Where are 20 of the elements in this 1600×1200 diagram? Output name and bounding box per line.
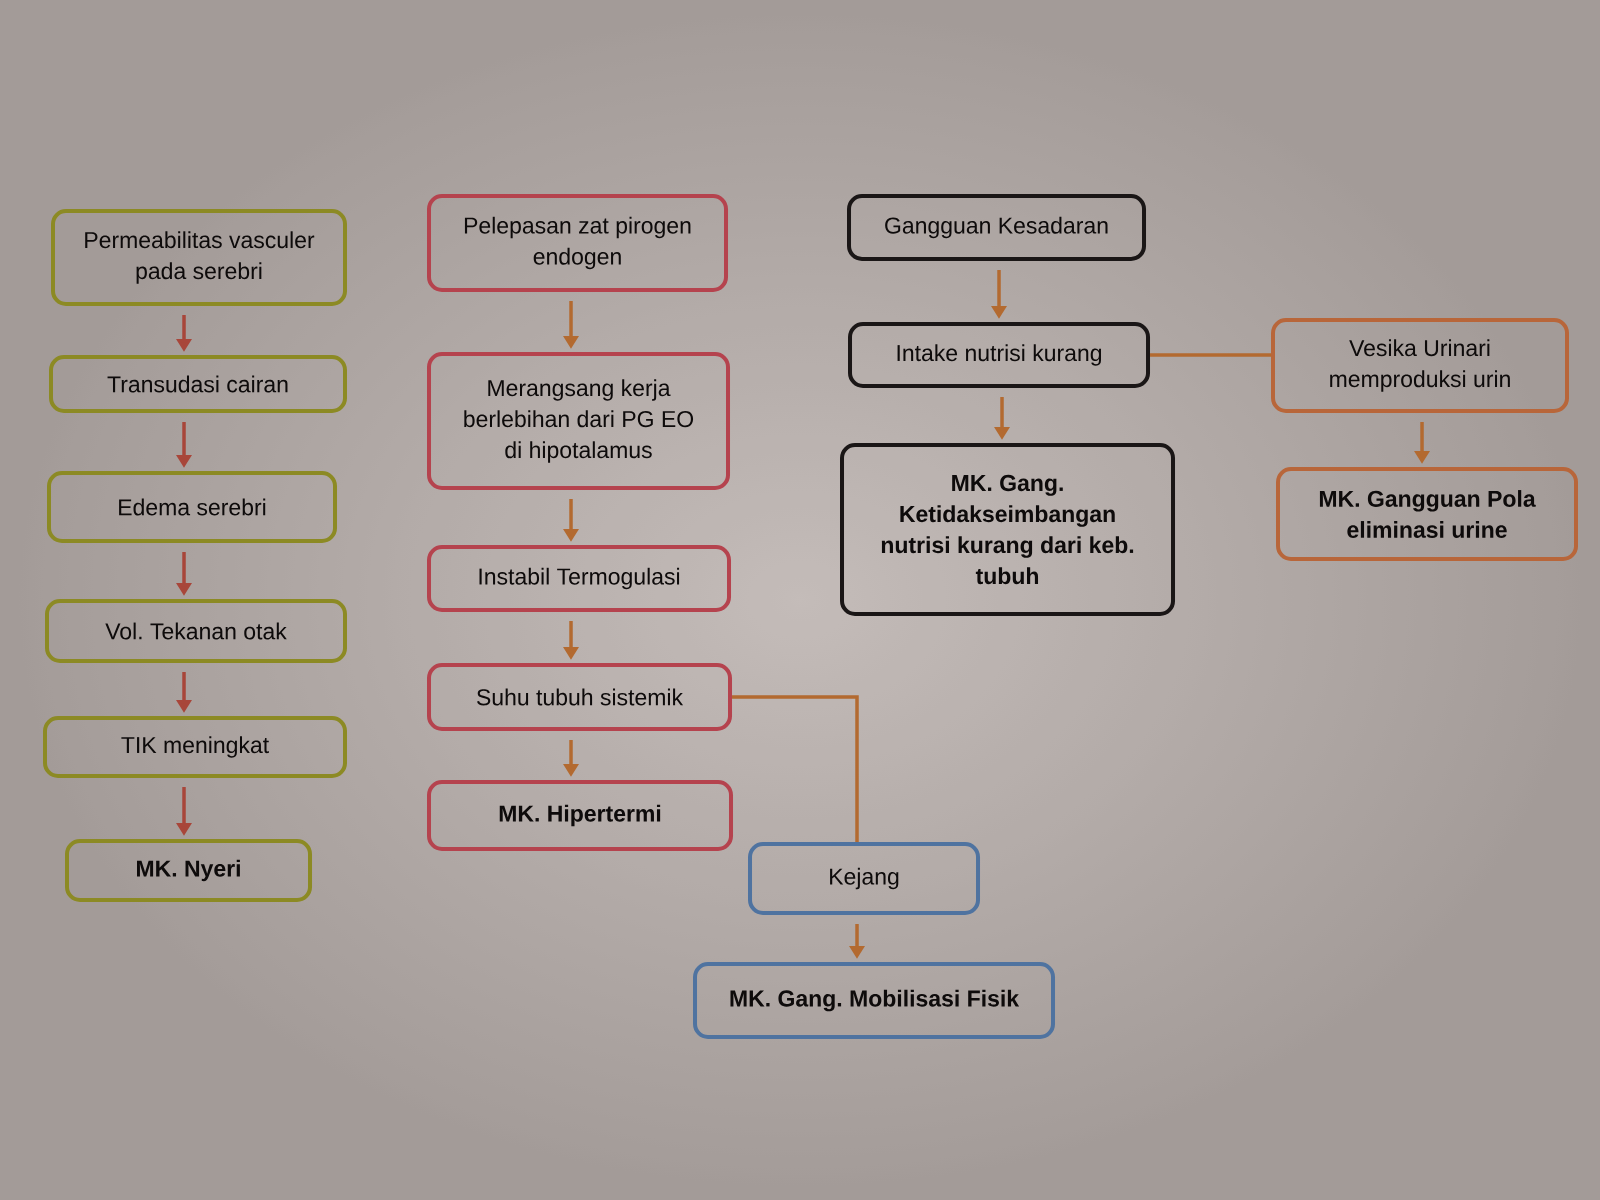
process-box: Permeabilitas vasculer pada serebri [51,209,347,306]
diagnosis-box: MK. Gang. Mobilisasi Fisik [693,962,1055,1039]
diagnosis-box: MK. Hipertermi [427,780,733,851]
process-box: Pelepasan zat pirogen endogen [427,194,728,292]
connector-line [1150,353,1271,357]
process-box: Merangsang kerja berlebihan dari PG EO di hipotalamus [427,352,730,490]
process-box: Vol. Tekanan otak [45,599,347,663]
process-box: Gangguan Kesadaran [847,194,1146,261]
process-box: Vesika Urinari memproduksi urin [1271,318,1569,413]
process-box: Intake nutrisi kurang [848,322,1150,388]
diagnosis-box: MK. Nyeri [65,839,312,902]
process-box: Transudasi cairan [49,355,347,413]
connector-line [732,695,859,842]
process-box: Kejang [748,842,980,915]
process-box: Suhu tubuh sistemik [427,663,732,731]
diagnosis-box: MK. Gangguan Pola eliminasi urine [1276,467,1578,561]
diagnosis-box: MK. Gang. Ketidakseimbangan nutrisi kurang dari keb. tubuh [840,443,1175,616]
process-box: Instabil Termogulasi [427,545,731,612]
process-box: Edema serebri [47,471,337,543]
process-box: TIK meningkat [43,716,347,778]
